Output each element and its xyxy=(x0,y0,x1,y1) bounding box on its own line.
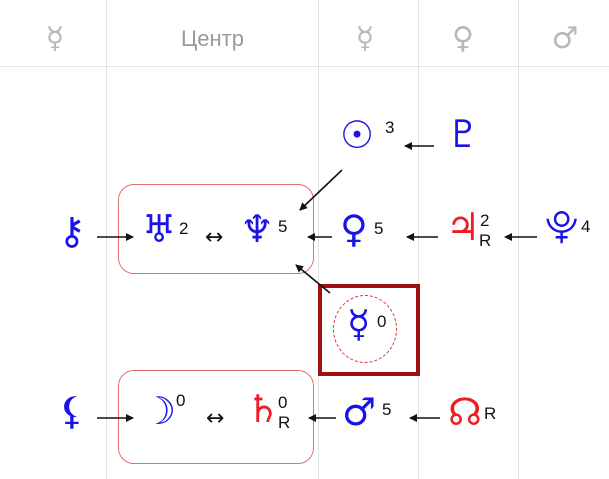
mutual-arrow: ↔ xyxy=(205,225,224,250)
node-venus[interactable]: ♀ 5 xyxy=(340,207,383,251)
header-center-label[interactable]: Центр xyxy=(181,26,244,51)
moon-icon: ☽ xyxy=(142,389,177,433)
node-pluto[interactable]: ♇ xyxy=(446,115,480,153)
lunar-node-icon: ☊ xyxy=(448,390,482,434)
node-moon[interactable]: ☽ 0 xyxy=(142,389,185,433)
node-uranus[interactable]: ♅ 2 xyxy=(142,207,188,251)
column-divider xyxy=(418,0,419,479)
node-jupiter[interactable]: ♃ 2 R xyxy=(446,205,491,249)
arrow-sun-to-neptune xyxy=(299,169,343,211)
header-divider xyxy=(0,66,609,67)
header-mars-icon[interactable]: ♂ xyxy=(551,21,579,56)
jupiter-icon: ♃ xyxy=(446,205,481,249)
node-lilith[interactable]: ⚸ xyxy=(58,392,86,430)
lilith-icon: ⚸ xyxy=(58,389,86,433)
node-mercury[interactable]: ☿ 0 xyxy=(347,302,386,346)
column-divider xyxy=(518,0,519,479)
selected-node-ring xyxy=(333,295,397,363)
column-divider xyxy=(318,0,319,479)
moon-count: 0 xyxy=(176,391,186,410)
neptune-count: 5 xyxy=(278,217,288,236)
pluto-alt-count: 4 xyxy=(581,217,591,236)
mercury-icon: ☿ xyxy=(347,302,371,346)
node-chiron[interactable]: ⚷ xyxy=(58,212,86,250)
header-venus-icon[interactable]: ♀ xyxy=(452,21,474,56)
uranus-icon: ♅ xyxy=(142,207,177,251)
lunar-node-retro: R xyxy=(484,404,497,423)
sun-count: 3 xyxy=(385,118,395,137)
node-sun[interactable]: ☉ 3 xyxy=(340,113,394,157)
node-mars[interactable]: ♂ 5 xyxy=(342,390,391,434)
neptune-icon: ♆ xyxy=(240,207,275,251)
selected-node-highlight xyxy=(318,284,420,376)
header-mercury-icon-2[interactable]: ☿ xyxy=(355,21,375,56)
saturn-retro: R xyxy=(278,413,291,432)
pluto-alt-icon: ⯓ xyxy=(545,207,579,247)
chiron-icon: ⚷ xyxy=(58,209,86,253)
pluto-icon: ♇ xyxy=(446,112,481,156)
mars-count: 5 xyxy=(382,400,392,419)
mutual-arrow: ↔ xyxy=(206,406,225,431)
arrow-mercury-to-neptune xyxy=(295,264,331,294)
jupiter-retro: R xyxy=(479,231,492,250)
column-divider xyxy=(106,0,107,479)
node-neptune[interactable]: ♆ 5 xyxy=(240,207,287,251)
conjunction-group-uranus-neptune xyxy=(118,184,314,274)
node-lunar-node[interactable]: ☊ R xyxy=(448,390,496,434)
uranus-count: 2 xyxy=(179,219,189,238)
sun-icon: ☉ xyxy=(340,113,375,157)
saturn-icon: ♄ xyxy=(246,387,281,431)
jupiter-count: 2 xyxy=(480,211,490,230)
node-pluto-alt[interactable]: ⯓ 4 xyxy=(545,207,590,247)
node-saturn[interactable]: ♄ 0 R xyxy=(246,387,290,431)
venus-count: 5 xyxy=(374,219,384,238)
mars-icon: ♂ xyxy=(342,390,377,434)
venus-icon: ♀ xyxy=(340,207,368,251)
saturn-count: 0 xyxy=(278,393,288,412)
header-mercury-icon[interactable]: ☿ xyxy=(45,21,65,56)
mercury-count: 0 xyxy=(377,312,387,331)
